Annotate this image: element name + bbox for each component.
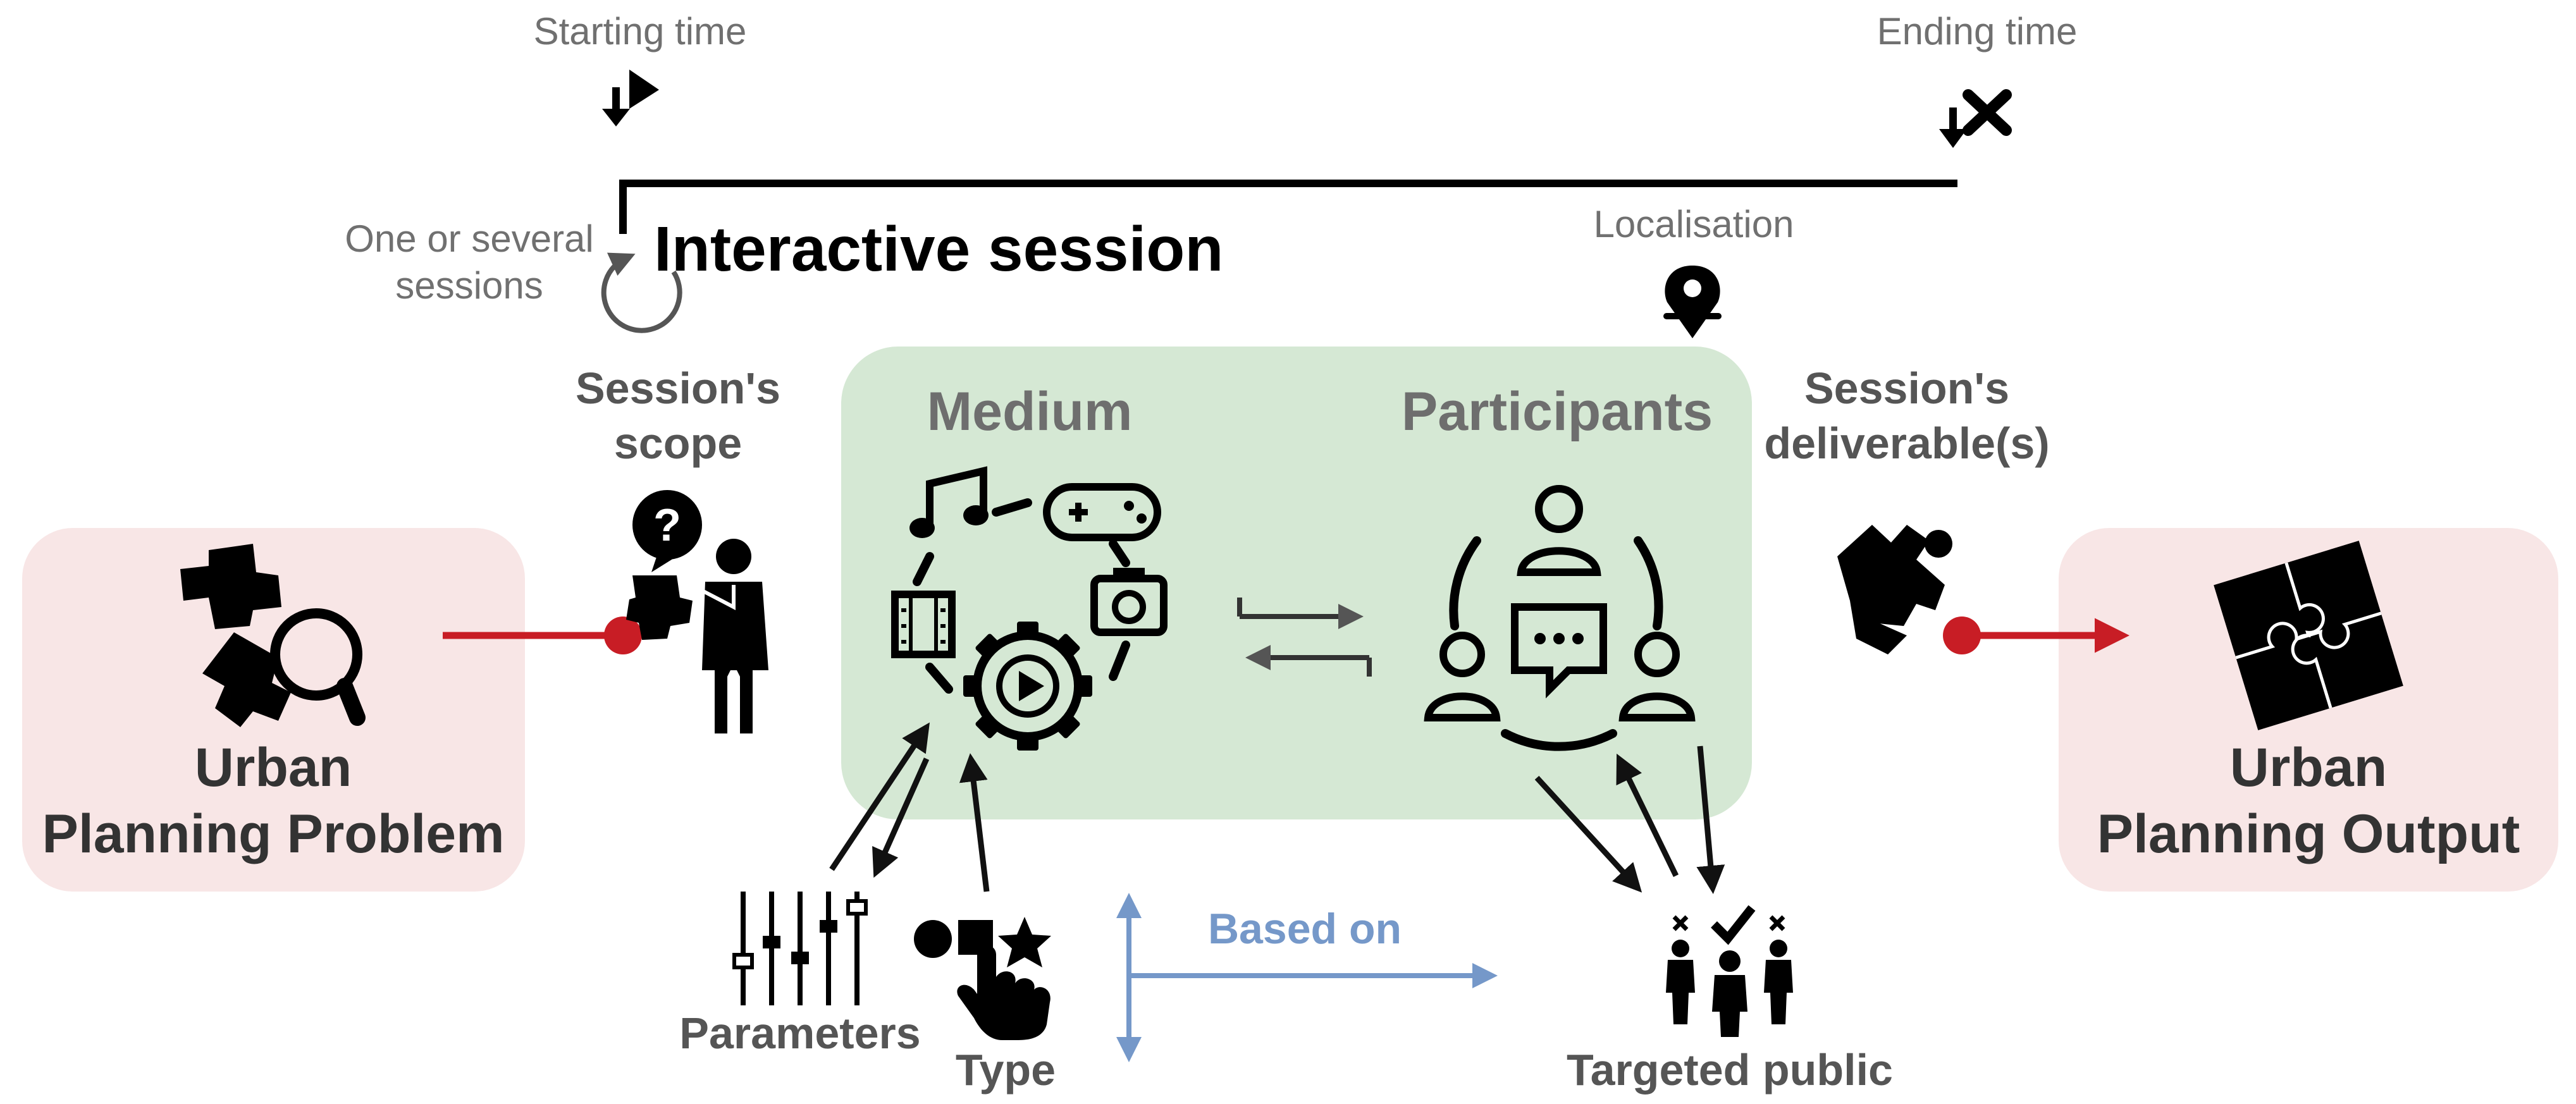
public-to-participants-arrow xyxy=(1616,753,1679,877)
medium-to-parameters-arrow xyxy=(872,757,930,878)
meeting-people-icon xyxy=(1424,485,1696,751)
parameters-label: Parameters xyxy=(679,1009,920,1058)
deliverable-label-line1: Session's xyxy=(1804,364,2009,413)
medium-title: Medium xyxy=(927,381,1133,442)
repeat-icon xyxy=(601,252,682,333)
problem-label-line2: Planning Problem xyxy=(42,804,504,864)
scope-label-line1: Session's xyxy=(576,364,780,413)
type-to-medium-arrow xyxy=(959,753,990,892)
participants-title: Participants xyxy=(1402,381,1713,442)
deliverable-label-line2: deliverable(s) xyxy=(1764,419,2049,468)
svg-text:?: ? xyxy=(653,500,681,551)
problem-label-line1: Urban xyxy=(195,737,352,798)
sessions-label-line1: One or several xyxy=(345,218,594,260)
shapes-hand-icon xyxy=(914,917,1051,1040)
film-icon xyxy=(891,591,956,658)
puzzle-square-icon xyxy=(2214,541,2403,730)
interactive-session-title: Interactive session xyxy=(654,214,1223,285)
camera-icon xyxy=(1090,568,1168,636)
participants-to-public-arrow-1 xyxy=(1534,775,1642,893)
vote-people-icon xyxy=(1666,905,1793,1037)
end-time-icon xyxy=(1939,89,2012,148)
hand-puzzle-icon xyxy=(1837,525,1952,654)
film-gear-link xyxy=(925,663,953,694)
starting-time-label: Starting time xyxy=(534,10,747,52)
location-pin-icon xyxy=(1663,266,1722,338)
music-gamepad-link xyxy=(992,498,1032,517)
participants-to-public-arrow-2 xyxy=(1696,745,1725,894)
sessions-label-line2: sessions xyxy=(395,264,543,307)
camera-gear-link xyxy=(1109,641,1130,681)
scope-label-line2: scope xyxy=(614,419,742,468)
scope-connector-dot xyxy=(604,616,642,654)
targeted-public-label: Targeted public xyxy=(1567,1045,1893,1095)
music-film-link xyxy=(913,552,934,586)
output-label-line2: Planning Output xyxy=(2097,804,2520,864)
music-icon xyxy=(909,466,989,538)
gamepad-camera-link xyxy=(1109,539,1130,567)
ending-time-label: Ending time xyxy=(1877,10,2078,52)
timeline-bar xyxy=(619,180,1957,234)
sliders-icon xyxy=(732,892,868,1005)
localisation-label: Localisation xyxy=(1594,203,1794,245)
gear-play-icon xyxy=(963,622,1092,751)
based-on-label: Based on xyxy=(1208,905,1402,953)
exchange-arrows-icon xyxy=(1237,598,1372,677)
gamepad-icon xyxy=(1043,483,1161,541)
output-label-line1: Urban xyxy=(2230,737,2387,798)
parameters-to-medium-arrow xyxy=(829,722,930,871)
type-label: Type xyxy=(956,1045,1056,1095)
start-time-icon xyxy=(602,70,659,126)
puzzle-magnifier-icon xyxy=(180,544,366,727)
question-person-icon: ? xyxy=(626,490,768,733)
